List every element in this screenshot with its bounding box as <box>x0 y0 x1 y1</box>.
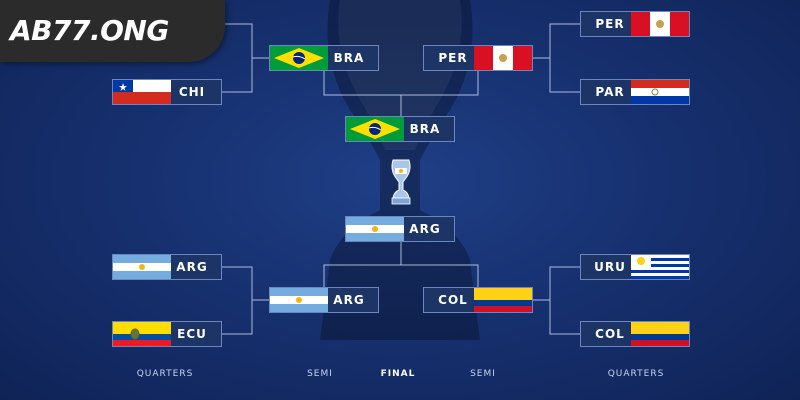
quarter-right-par: PAR <box>580 79 690 105</box>
semi-left-top-bra: BRA <box>269 45 379 71</box>
team-code: COL <box>438 293 468 307</box>
label-final: FINAL <box>380 369 416 379</box>
semi-right-bottom-col: COL <box>423 287 533 313</box>
copa-america-trophy-icon <box>391 159 411 205</box>
final-bottom-arg: ARG <box>345 216 455 242</box>
quarter-right-uru: URU <box>580 254 690 280</box>
quarter-right-col: COL <box>580 321 690 347</box>
uruguay-flag-icon <box>631 255 689 279</box>
peru-flag-icon <box>631 12 689 36</box>
team-code: ECU <box>177 327 207 341</box>
argentina-flag-icon <box>270 288 328 312</box>
quarter-left-ecu: ECU <box>112 321 222 347</box>
label-semi-right: SEMI <box>470 369 496 379</box>
colombia-flag-icon <box>631 322 689 346</box>
quarter-left-arg: ARG <box>112 254 222 280</box>
final-top-bra: BRA <box>345 116 455 142</box>
team-code: URU <box>594 260 626 274</box>
team-code: PER <box>595 17 625 31</box>
colombia-flag-icon <box>474 288 532 312</box>
team-code: ARG <box>409 222 441 236</box>
label-quarters-left: QUARTERS <box>136 369 194 379</box>
team-code: ARG <box>176 260 208 274</box>
ecuador-flag-icon <box>113 322 171 346</box>
quarter-right-per: PER <box>580 11 690 37</box>
site-logo[interactable]: AB77.ONG <box>0 0 225 62</box>
label-semi-left: SEMI <box>307 369 333 379</box>
peru-flag-icon <box>474 46 532 70</box>
brazil-flag-icon <box>346 117 404 141</box>
team-code: BRA <box>409 122 441 136</box>
team-code: PAR <box>595 85 625 99</box>
quarter-left-1 <box>112 11 222 37</box>
team-code: ARG <box>333 293 365 307</box>
logo-text: AB77.ONG <box>10 14 169 47</box>
paraguay-flag-icon <box>631 80 689 104</box>
brazil-flag-icon <box>270 46 328 70</box>
argentina-flag-icon <box>113 255 171 279</box>
label-quarters-right: QUARTERS <box>607 369 665 379</box>
semi-left-bottom-arg: ARG <box>269 287 379 313</box>
team-code: COL <box>595 327 625 341</box>
semi-right-top-per: PER <box>423 45 533 71</box>
argentina-flag-icon <box>346 217 404 241</box>
team-code: BRA <box>333 51 365 65</box>
team-code: PER <box>438 51 468 65</box>
quarter-left-chi: CHI <box>112 79 222 105</box>
chile-flag-icon <box>113 80 171 104</box>
team-code: CHI <box>178 85 206 99</box>
